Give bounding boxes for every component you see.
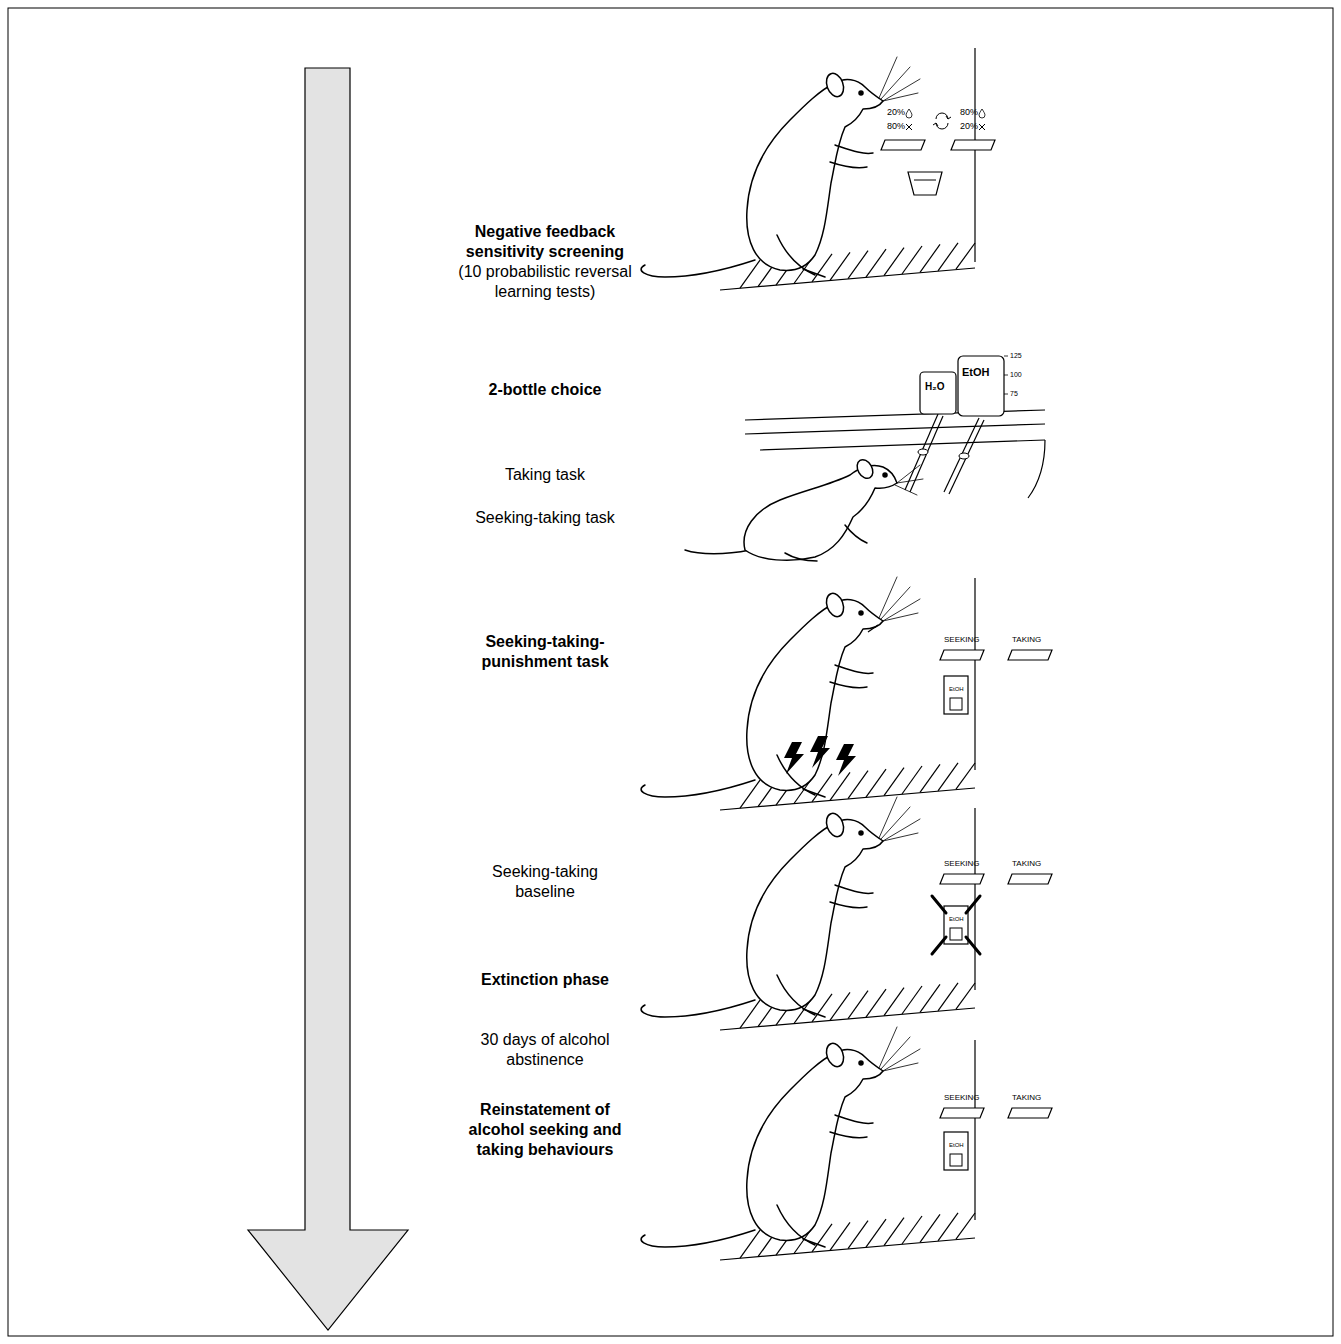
dispenser-label: EtOH — [949, 916, 964, 923]
stage-note: Taking task — [445, 465, 645, 485]
lever-label: TAKING — [1012, 636, 1041, 645]
lever-label: SEEKING — [944, 860, 980, 869]
lever-label: 80% — [960, 108, 978, 118]
scale-number: 75 — [1010, 390, 1018, 398]
reinstatement-chamber — [641, 1027, 1052, 1260]
timeline-arrow — [248, 68, 408, 1330]
dispenser-label: EtOH — [949, 1142, 964, 1149]
stage-label: Seeking-taking-punishment task — [453, 632, 638, 672]
stage-label: Negative feedback sensitivity screening — [440, 222, 650, 262]
reversal-learning-chamber — [641, 48, 995, 290]
lever-label: 20% — [887, 108, 905, 118]
stage-note: (10 probabilistic reversal learning test… — [438, 262, 653, 302]
two-bottle-cage — [685, 356, 1045, 561]
stage-label: 2-bottle choice — [445, 380, 645, 400]
extinction-chamber — [641, 797, 1052, 1030]
lever-label: 80% — [887, 122, 905, 132]
lever-label: 20% — [960, 122, 978, 132]
frame — [8, 8, 1333, 1336]
scale-number: 100 — [1010, 371, 1022, 379]
punishment-chamber — [641, 577, 1052, 810]
lever-label: TAKING — [1012, 860, 1041, 869]
bottle-label: H₂O — [925, 381, 944, 392]
stage-note: 30 days of alcohol abstinence — [470, 1030, 620, 1070]
stage-note: Seeking-taking baseline — [470, 862, 620, 902]
stage-label: Reinstatement of alcohol seeking and tak… — [460, 1100, 630, 1160]
stage-label: Extinction phase — [445, 970, 645, 990]
lever-label: SEEKING — [944, 636, 980, 645]
bottle-label: EtOH — [962, 366, 990, 378]
stage-note: Seeking-taking task — [445, 508, 645, 528]
dispenser-label: EtOH — [949, 686, 964, 693]
lever-label: SEEKING — [944, 1094, 980, 1103]
lever-label: TAKING — [1012, 1094, 1041, 1103]
scale-number: 125 — [1010, 352, 1022, 360]
